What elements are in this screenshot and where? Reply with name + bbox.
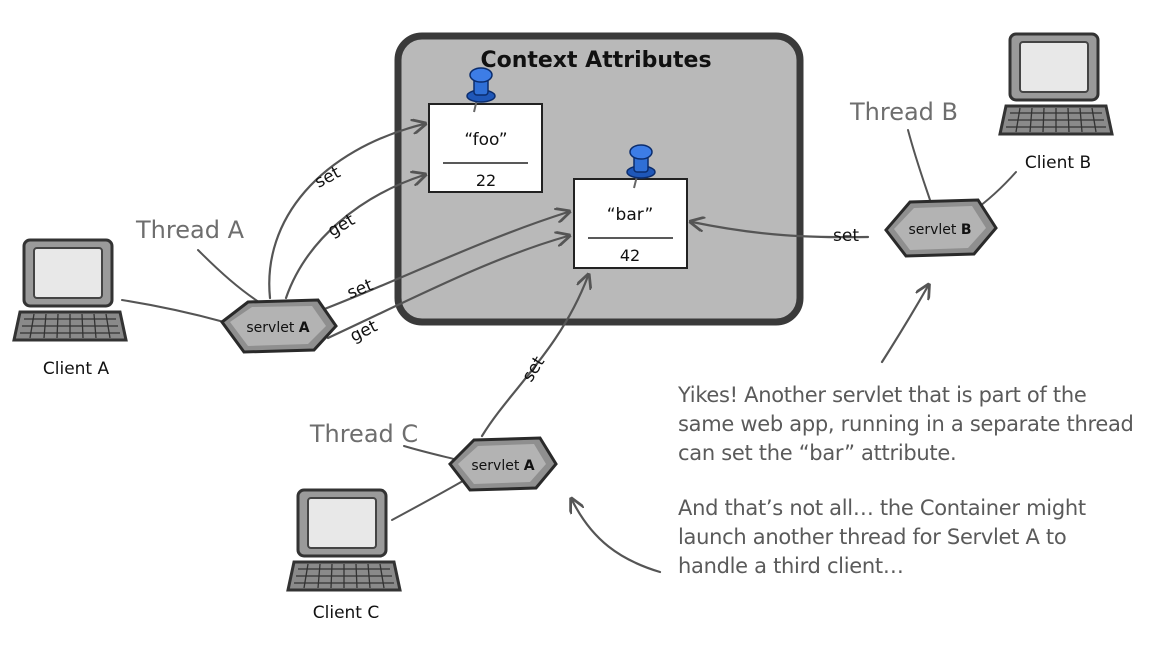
note-not-all: And that’s not all… the Container might … (678, 494, 1086, 581)
attribute-foo: “foo” 22 (428, 103, 543, 193)
client-c-laptop-icon (286, 488, 402, 592)
attribute-bar: “bar” 42 (573, 178, 688, 269)
servlet-label: servlet (908, 222, 960, 238)
client-c-link (391, 477, 469, 521)
arrow-set-bar-c (480, 276, 588, 438)
client-b-label: Client B (1025, 153, 1091, 173)
client-a-label: Client A (43, 359, 110, 379)
arrow-note-notall (572, 500, 662, 574)
pushpin-icon (466, 67, 496, 113)
arrow-set-bar-b (692, 222, 870, 239)
note-line: And that’s not all… the Container might (678, 496, 1086, 520)
note-line: Yikes! Another servlet that is part of t… (678, 383, 1087, 407)
client-a-laptop-icon (12, 238, 128, 342)
arrow-get-foo-a (284, 175, 424, 300)
servlet-letter: A (299, 320, 310, 336)
servlet-b: servlet B (884, 198, 998, 258)
attribute-name: “bar” (607, 205, 654, 225)
attribute-value: 22 (476, 171, 496, 190)
servlet-a-second: servlet A (448, 436, 558, 492)
arrow-set-bar-a (320, 212, 568, 312)
svg-text:servlet A: servlet A (471, 458, 534, 474)
pushpin-icon (626, 144, 656, 189)
servlet-letter: A (524, 458, 535, 474)
client-a-link (121, 299, 225, 323)
thread-b-line (907, 129, 931, 201)
arrow-note-yikes (880, 286, 928, 364)
arrow-get-bar-a (326, 236, 568, 340)
op-label-set: set (833, 226, 859, 246)
servlet-label: servlet (471, 458, 523, 474)
op-label-set: set (344, 275, 376, 303)
op-label-set: set (311, 163, 344, 193)
thread-c-line (403, 445, 459, 461)
attribute-value: 42 (620, 246, 640, 265)
thread-a-line (197, 249, 263, 305)
note-yikes: Yikes! Another servlet that is part of t… (678, 381, 1134, 468)
attribute-name: “foo” (464, 130, 507, 150)
note-line: same web app, running in a separate thre… (678, 412, 1134, 436)
arrow-set-foo-a (268, 124, 424, 300)
svg-text:servlet B: servlet B (908, 222, 971, 238)
op-label-get: get (347, 316, 381, 346)
servlet-label: servlet (246, 320, 298, 336)
thread-a-label: Thread A (135, 216, 245, 244)
servlet-a-main: servlet A (219, 298, 338, 354)
op-label-get: get (324, 210, 358, 241)
note-line: launch another thread for Servlet A to (678, 525, 1067, 549)
servlet-letter: B (961, 222, 972, 238)
thread-c-label: Thread C (309, 420, 418, 448)
context-title: Context Attributes (480, 48, 711, 73)
note-line: can set the “bar” attribute. (678, 441, 957, 465)
client-c-label: Client C (313, 603, 380, 623)
thread-b-label: Thread B (849, 98, 958, 126)
client-b-laptop-icon (998, 32, 1114, 136)
svg-text:servlet A: servlet A (246, 320, 309, 336)
note-line: handle a third client… (678, 554, 904, 578)
